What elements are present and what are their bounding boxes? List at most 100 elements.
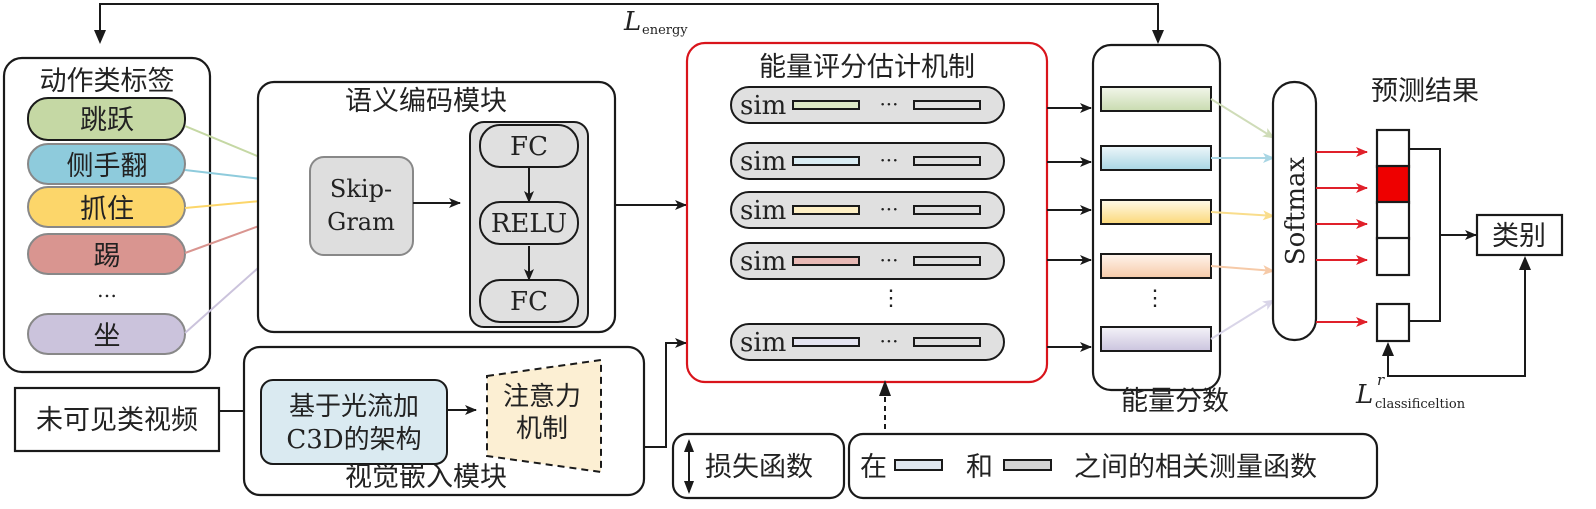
energy-to-softmax-arrow [1210,299,1275,340]
category-label: 类别 [1492,221,1546,252]
layer-label: RELU [491,209,567,239]
semantic-module-title: 语义编码模块 [345,86,507,117]
energy-score-bar [1100,86,1212,112]
arrow-up-icon [684,439,694,452]
c3d-architecture-block [260,379,448,465]
prediction-title: 预测结果 [1371,76,1479,107]
action-label-ellipsis: … [97,278,117,302]
action-label-text: 跳跃 [80,105,134,136]
layer-fc [479,124,579,168]
energy-score-bar [1100,199,1212,225]
visual-embedding-bar [792,100,860,110]
prediction-cell [1375,200,1411,241]
layer-label: FC [510,132,548,162]
softmax-block [1271,80,1318,342]
semantic-embedding-bar [913,205,981,215]
sim-label: sim [740,247,786,277]
action-label-pill [27,233,186,275]
energy-scores-title: 能量分数 [1121,386,1229,417]
sim-ellipsis: ··· [879,248,898,272]
action-labels-title: 动作类标签 [40,66,175,97]
prediction-cell [1375,236,1411,277]
energy-loss-subscript: energy [642,23,688,38]
sim-ellipsis: ··· [879,92,898,116]
classification-loss-subscript: classificeltion [1375,397,1466,412]
c3d-label-line1: 基于光流加 [289,392,419,422]
energy-mechanism-title: 能量评分估计机制 [759,52,975,83]
action-label-pill [27,143,186,185]
energy-score-bar [1100,326,1212,352]
similarity-row [730,323,1005,361]
sim-label: sim [740,147,786,177]
arrow-up-icon [1519,256,1531,270]
prediction-extra-cell [1375,302,1411,343]
relation-mid: 和 [966,452,993,483]
arrow-up-icon [879,380,891,396]
similarity-row [730,191,1005,229]
arrow-down-icon [1152,30,1164,44]
energy-score-bar [1100,145,1212,171]
sim-ellipsis: ··· [879,329,898,353]
semantic-embedding-bar [913,156,981,166]
action-label-text: 坐 [94,321,121,352]
attention-label-line2: 机制 [516,414,568,444]
sim-label: sim [740,196,786,226]
visual-embedding-bar [792,256,860,266]
action-label-pill [27,313,186,355]
visual-embedding-module: 基于光流加 C3D的架构 注意力 机制 视觉嵌入模块 [242,345,646,497]
visual-embedding-bar [792,205,860,215]
similarity-row [730,86,1005,124]
sim-vertical-ellipsis: ⋮ [880,286,902,311]
unseen-video-box [13,386,221,453]
similarity-row [730,242,1005,280]
energy-estimation-mechanism: 能量评分估计机制 sim···sim···sim···sim···sim··· … [685,41,1049,384]
skip-gram-label-line2: Gram [327,208,395,236]
arrow-down-icon [684,481,694,494]
arrow-up-icon [1382,342,1394,356]
action-label-text: 抓住 [80,194,134,225]
visual-embedding-bar [792,337,860,347]
relation-prefix: 在 [860,452,887,483]
skip-gram-label-line1: Skip- [330,175,392,203]
softmax-label: Softmax [1281,156,1311,265]
relation-suffix: 之间的相关测量函数 [1074,452,1317,483]
attention-mechanism-block [486,358,602,474]
energy-score-bar [1100,253,1212,279]
layer-label: FC [510,287,548,317]
legend-loss-function: 损失函数 [671,432,846,500]
unseen-video-label: 未可见类视频 [36,405,198,436]
attention-label-line1: 注意力 [503,382,581,412]
prediction-cell [1375,128,1411,169]
semantic-embedding-bar [913,337,981,347]
energy-vertical-ellipsis: ⋮ [1144,286,1166,311]
sim-ellipsis: ··· [879,197,898,221]
visual-embedding-swatch [894,459,943,471]
similarity-row [730,142,1005,180]
visual-embedding-bar [792,156,860,166]
semantic-embedding-swatch [1003,459,1052,471]
energy-scores-panel: ⋮ 能量分数 [1047,43,1275,417]
semantic-embedding-bar [913,100,981,110]
action-label-pill [27,97,186,141]
energy-to-softmax-arrow [1210,210,1275,221]
sim-label: sim [740,328,786,358]
sim-ellipsis: ··· [879,148,898,172]
action-label-text: 侧手翻 [67,151,148,182]
category-box [1475,213,1564,257]
action-label-text: 踢 [94,241,121,272]
legend-relation-function: 在 和 之间的相关测量函数 [847,432,1379,500]
semantic-embedding-bar [913,256,981,266]
prediction-cell-selected [1375,164,1411,205]
energy-to-softmax-arrow [1210,265,1275,276]
classification-loss-superscript: r [1377,371,1385,389]
energy-loss-connector [94,3,1164,44]
c3d-label-line2: C3D的架构 [286,425,421,455]
sim-label: sim [740,91,786,121]
skip-gram-block [309,156,414,256]
classification-loss-symbol: L [1355,380,1373,410]
energy-loss-symbol: L [623,7,641,37]
visual-module-title: 视觉嵌入模块 [345,462,507,493]
semantic-encoding-module: 语义编码模块 Skip- Gram FC RELU FC [256,80,617,334]
